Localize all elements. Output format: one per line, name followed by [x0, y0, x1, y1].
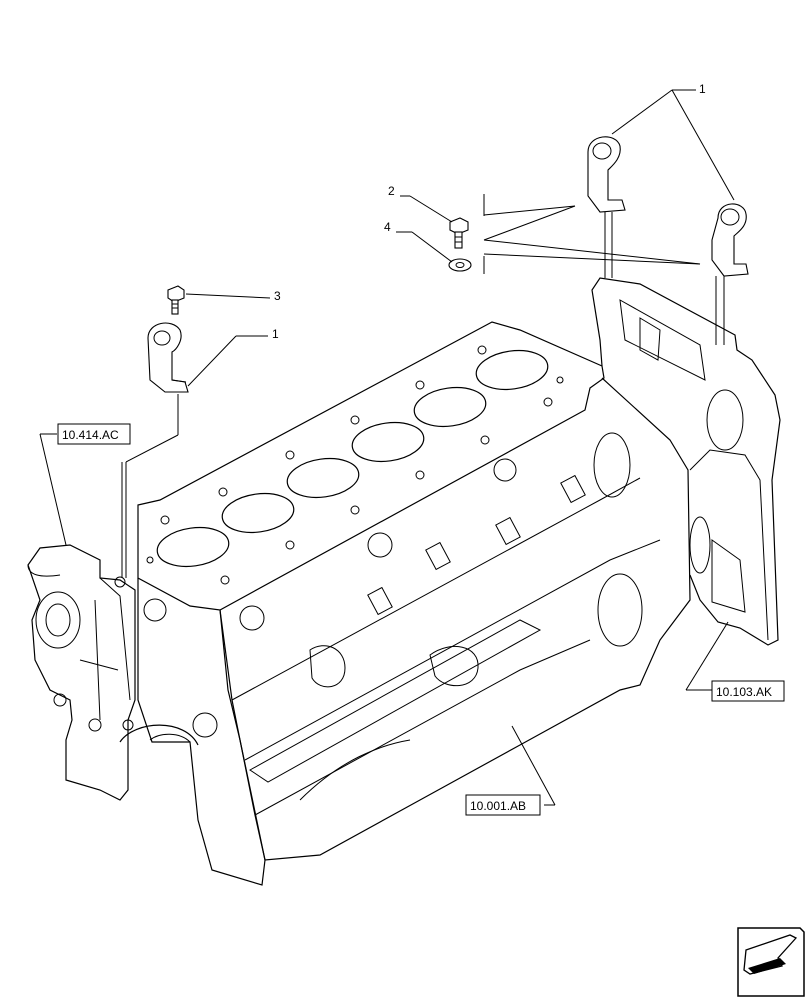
- lifting-eye-rear-a: [587, 136, 626, 278]
- callout-4: 4: [384, 220, 391, 234]
- callout-3: 3: [274, 289, 281, 303]
- callout-1-left: 1: [272, 327, 279, 341]
- callout-2: 2: [388, 184, 395, 198]
- ref-label-10-001-ab[interactable]: 10.001.AB: [470, 799, 526, 813]
- washer-4: [448, 258, 472, 272]
- ref-box-10-103-ak[interactable]: 10.103.AK: [711, 680, 785, 702]
- ref-label-10-103-ak[interactable]: 10.103.AK: [716, 685, 772, 699]
- bolt-3: [167, 285, 185, 315]
- front-bracket: [27, 544, 136, 801]
- engine-block: [119, 277, 781, 886]
- bolt-2: [449, 217, 469, 249]
- callout-1-top: 1: [699, 82, 706, 96]
- leader-lines: [39, 89, 735, 806]
- ref-box-10-001-ab[interactable]: 10.001.AB: [465, 794, 541, 816]
- cylinder-bores: [156, 349, 549, 568]
- direction-arrow-icon[interactable]: [737, 927, 805, 997]
- lifting-eye-rear-b: [711, 203, 749, 345]
- ref-label-10-414-ac[interactable]: 10.414.AC: [62, 428, 119, 442]
- lifting-eye-front: [147, 322, 189, 393]
- ref-box-10-414-ac[interactable]: 10.414.AC: [57, 423, 131, 445]
- head-bolt-holes: [146, 345, 564, 585]
